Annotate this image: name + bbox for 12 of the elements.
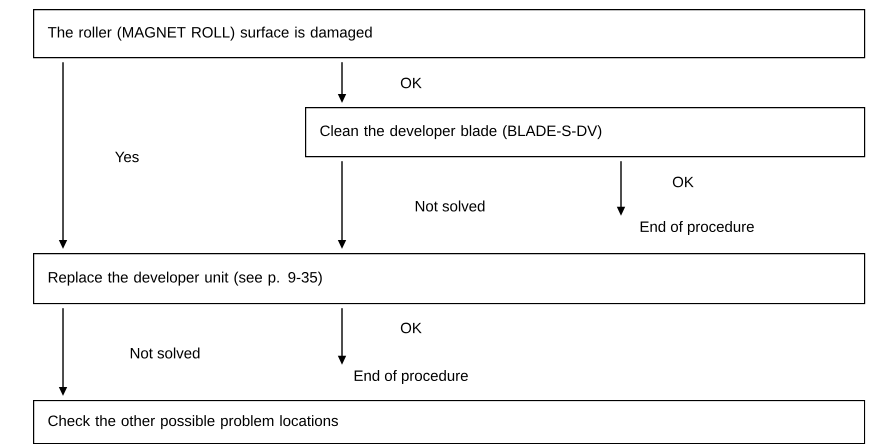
process-box: Check the other possible problem locations <box>33 400 866 444</box>
edge-label: Not solved <box>130 347 200 358</box>
edge-label: Yes <box>115 152 139 162</box>
edge-label: Not solved <box>416 200 484 212</box>
edge-label: OK <box>672 176 694 188</box>
process-box: Clean the developer blade (BLADE-S-DV) <box>305 107 866 158</box>
end-text: End of procedure <box>640 221 754 235</box>
edge-label: OK <box>400 322 422 334</box>
process-box: The roller (MAGNET ROLL) surface is damaged <box>33 9 866 58</box>
process-box: Replace the developer unit (see p. 9-35) <box>33 253 866 304</box>
edge-label: OK <box>400 78 422 88</box>
end-text: End of procedure <box>354 370 468 384</box>
